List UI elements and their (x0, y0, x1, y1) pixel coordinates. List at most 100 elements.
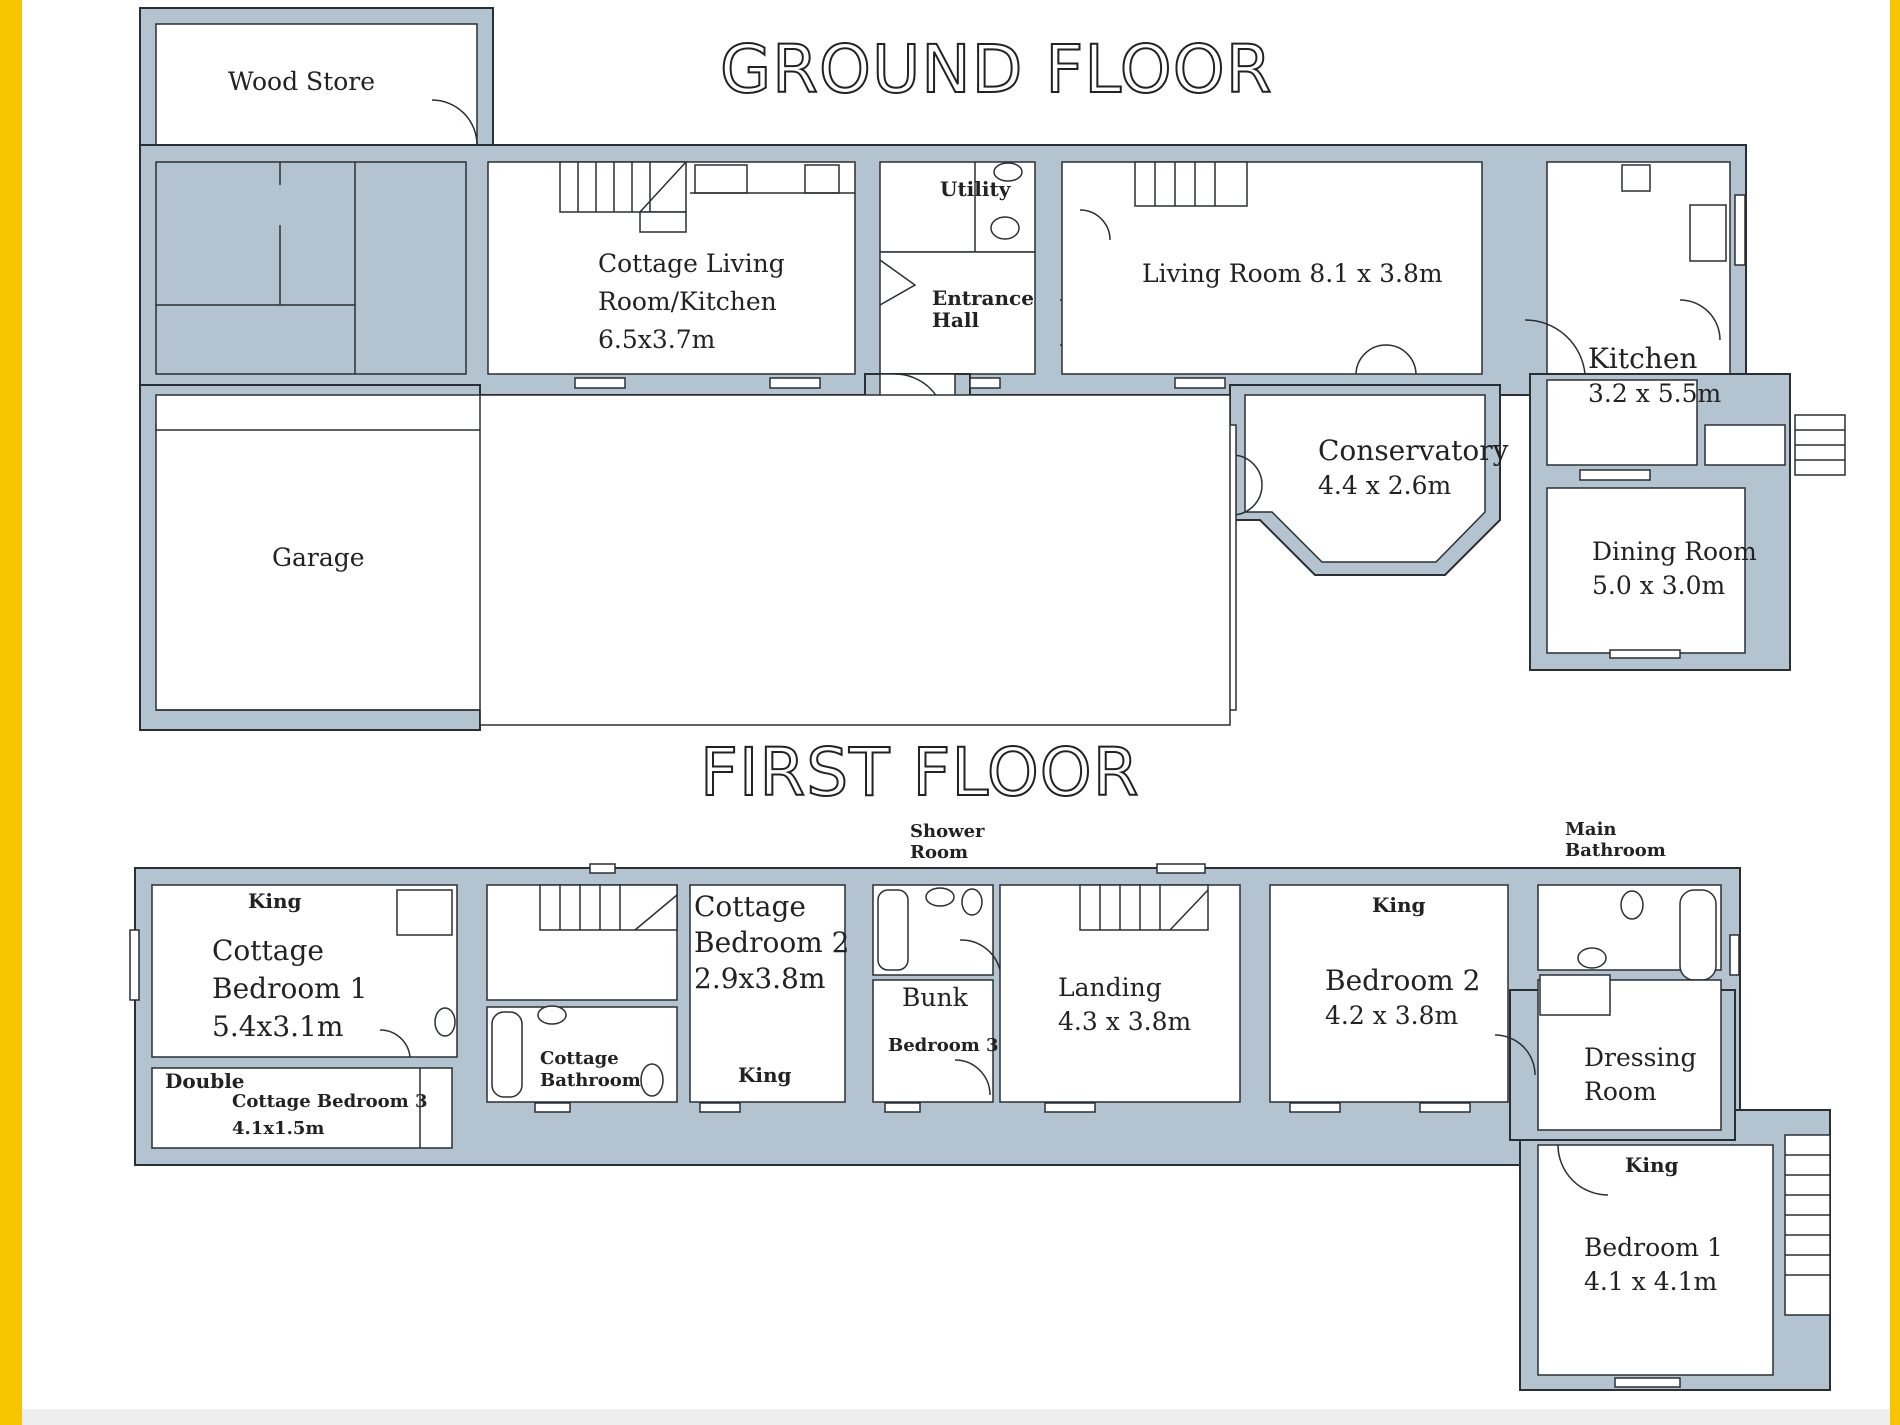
bottom-strip (22, 1409, 1890, 1425)
back-porch (1704, 424, 1786, 466)
cottage-bedroom-3 (151, 1067, 453, 1149)
shaded-store (155, 161, 467, 375)
label-main: Main (1565, 819, 1617, 840)
bath-icon (1679, 889, 1717, 981)
label-dressing-room: Room (1584, 1077, 1657, 1106)
label-double: Double (165, 1069, 245, 1093)
label-dressing: Dressing (1584, 1043, 1697, 1072)
label-shower: Shower (910, 821, 985, 842)
door-swing-icon (954, 1059, 991, 1096)
label-cottage-bathroom: Bathroom (540, 1070, 641, 1091)
label-b2-size: 4.2 x 3.8m (1325, 1001, 1459, 1030)
bunk-bedroom (872, 979, 994, 1103)
shower-icon (877, 889, 909, 971)
label-cottage-bath: Cottage (540, 1048, 619, 1069)
hob-icon (804, 164, 840, 194)
label-b2: Bedroom 2 (1325, 964, 1480, 997)
kitchen (1546, 161, 1731, 375)
bedroom-2 (1269, 884, 1509, 1103)
label-landing-size: 4.3 x 3.8m (1058, 1007, 1192, 1036)
label-kitchen: Kitchen (1588, 342, 1697, 375)
steps-icon (1784, 1134, 1831, 1316)
toilet-icon (961, 888, 983, 916)
label-king-b1: King (1625, 1153, 1679, 1177)
basin-icon (925, 887, 955, 907)
label-king-cb2: King (738, 1063, 792, 1087)
door-swing-icon (879, 259, 917, 306)
door-swing-icon (431, 99, 478, 146)
yellow-frame-left (0, 0, 22, 1425)
label-cottage-living: Cottage Living (598, 249, 785, 278)
label-landing: Landing (1058, 973, 1162, 1002)
double-door-icon (1355, 344, 1417, 375)
door-swing-icon (1679, 299, 1721, 341)
toilet-icon (1620, 890, 1644, 920)
door-swing-icon (379, 1029, 411, 1058)
basin-icon (537, 1005, 567, 1025)
first-floor-title: FIRST FLOOR (700, 734, 1140, 811)
label-wood-store: Wood Store (228, 67, 375, 96)
label-bedroom3: Bedroom 3 (888, 1035, 999, 1056)
basin-icon (1577, 947, 1607, 969)
double-door-icon (1231, 454, 1263, 516)
label-b1-size: 4.1 x 4.1m (1584, 1267, 1718, 1296)
wardrobe-icon (1539, 974, 1611, 1016)
label-main-bathroom: Bathroom (1565, 840, 1666, 861)
label-cb1: Cottage (212, 934, 324, 967)
first-floor (129, 863, 1831, 1391)
conservatory (1244, 394, 1486, 563)
label-cb2-name: Bedroom 2 (694, 926, 849, 959)
label-hall: Hall (932, 308, 979, 332)
door-swing-icon (1524, 319, 1586, 375)
label-garage: Garage (272, 543, 365, 572)
ground-floor (139, 7, 1846, 731)
wardrobe-icon (396, 889, 453, 936)
label-cottage-kitchen: Room/Kitchen (598, 287, 777, 316)
label-cb3-size: 4.1x1.5m (232, 1118, 324, 1139)
label-kitchen-size: 3.2 x 5.5m (1588, 379, 1722, 408)
ground-floor-title: GROUND FLOOR (720, 31, 1273, 108)
label-cb1-size: 5.4x3.1m (212, 1010, 343, 1043)
label-shower-room: Room (910, 842, 968, 863)
stairs-icon (539, 884, 678, 931)
stairs-icon (559, 161, 687, 233)
stairs-icon (1079, 884, 1209, 931)
label-dining: Dining Room (1592, 537, 1757, 566)
sink-icon (694, 164, 748, 194)
basin-icon (434, 1007, 456, 1037)
living-room (1061, 161, 1483, 375)
cottage-bedroom-2 (689, 884, 846, 1103)
label-cb2: Cottage (694, 890, 806, 923)
bath-icon (491, 1011, 523, 1098)
stairs-icon (1134, 161, 1248, 207)
label-conservatory-size: 4.4 x 2.6m (1318, 471, 1452, 500)
label-entrance: Entrance (932, 286, 1034, 310)
label-living-room: Living Room 8.1 x 3.8m (1142, 259, 1443, 288)
bedroom-1 (1537, 1144, 1774, 1376)
yellow-frame-right (1890, 0, 1900, 1425)
label-cb3: Cottage Bedroom 3 (232, 1091, 428, 1112)
label-bunk: Bunk (902, 983, 969, 1012)
toilet-icon (640, 1063, 664, 1097)
door-swing-icon (959, 939, 1001, 971)
door-swing-icon (1494, 1034, 1536, 1076)
label-king-cb1: King (248, 889, 302, 913)
hob-icon (1621, 164, 1651, 192)
toilet-icon (990, 216, 1020, 240)
label-cottage-living-size: 6.5x3.7m (598, 325, 716, 354)
label-utility: Utility (940, 177, 1012, 201)
kitchen-lower (1546, 379, 1698, 466)
label-cb2-size: 2.9x3.8m (694, 962, 825, 995)
label-cb1-name: Bedroom 1 (212, 972, 367, 1005)
label-dining-size: 5.0 x 3.0m (1592, 571, 1726, 600)
label-conservatory: Conservatory (1318, 434, 1509, 467)
steps-icon (1794, 414, 1846, 476)
label-b1: Bedroom 1 (1584, 1233, 1723, 1262)
door-swing-icon (1079, 209, 1111, 241)
dining-room (1546, 487, 1746, 654)
basin-icon (993, 162, 1023, 182)
entrance-hall (879, 251, 1036, 375)
sink-icon (1689, 204, 1727, 262)
wood-store-room (155, 23, 478, 150)
